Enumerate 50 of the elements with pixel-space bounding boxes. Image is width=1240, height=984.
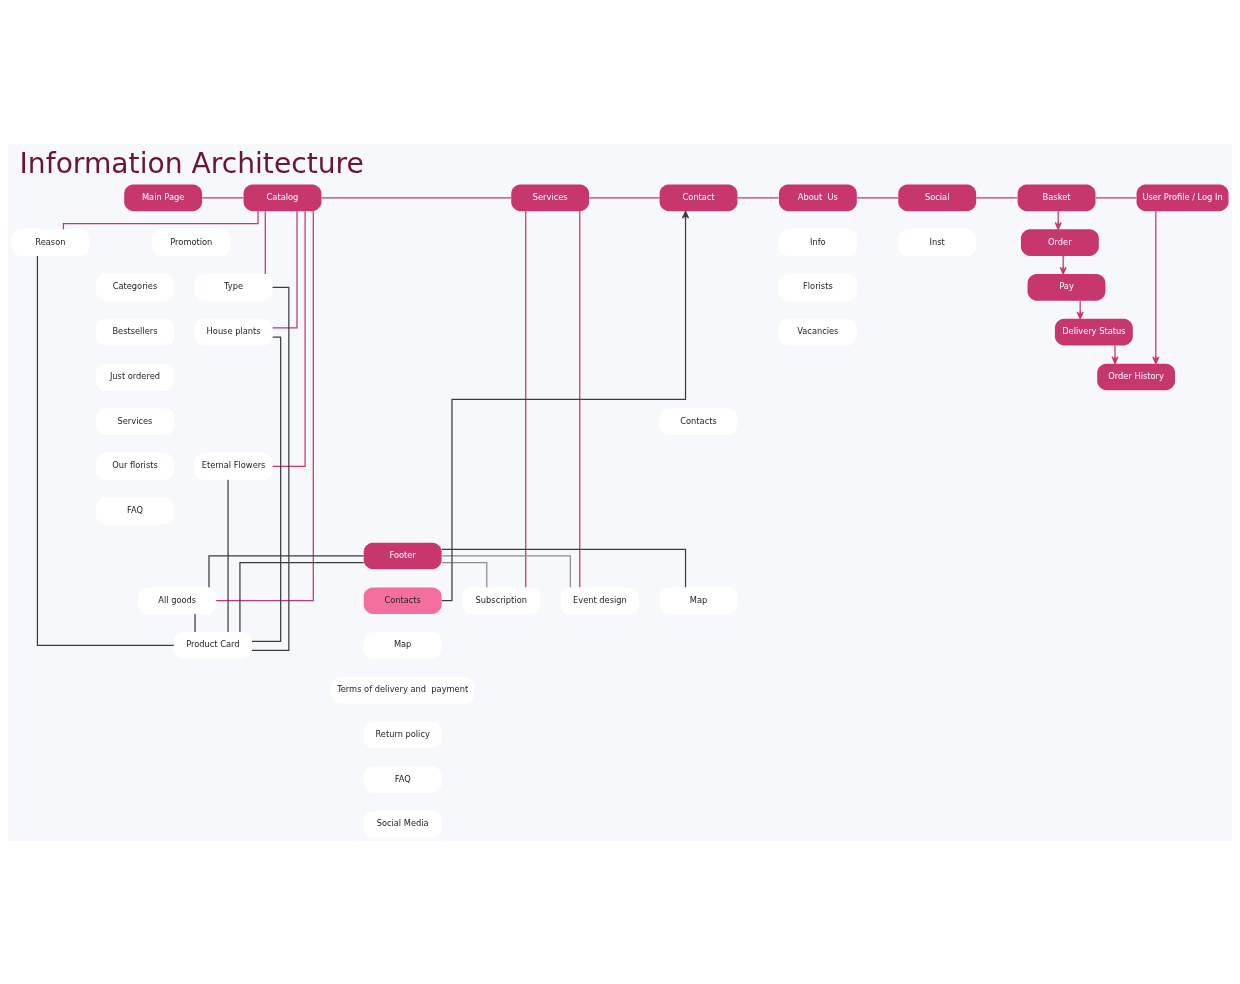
connector bbox=[272, 210, 306, 467]
connector bbox=[441, 554, 571, 588]
connector bbox=[441, 561, 488, 588]
node-box: Catalog bbox=[243, 184, 322, 211]
connector bbox=[194, 612, 196, 633]
connector bbox=[239, 561, 365, 633]
connector bbox=[215, 210, 314, 601]
connector bbox=[1095, 196, 1137, 198]
node-box: Eternal Flowers bbox=[194, 452, 273, 480]
node-box: User Profile / Log In bbox=[1136, 184, 1229, 211]
arrow bbox=[1111, 344, 1119, 364]
connector bbox=[251, 286, 290, 651]
node-box: Contacts bbox=[363, 586, 442, 614]
node-box: Basket bbox=[1017, 184, 1096, 211]
node-box: Main Page bbox=[124, 184, 203, 211]
node-box: Map bbox=[659, 586, 738, 614]
node-box: Product Card bbox=[173, 631, 252, 659]
diagram-title: Information Architecture bbox=[19, 146, 364, 180]
connector bbox=[208, 554, 365, 588]
node-box: Reason bbox=[11, 228, 90, 256]
arrow bbox=[1152, 210, 1160, 364]
node-box: Pay bbox=[1027, 273, 1106, 301]
node-box: Order History bbox=[1097, 363, 1176, 390]
connector bbox=[975, 196, 1018, 198]
connector bbox=[737, 196, 780, 198]
node-box: Social bbox=[898, 184, 977, 211]
connector bbox=[525, 210, 527, 588]
node-box: Delivery Status bbox=[1054, 318, 1133, 345]
node-box: Type bbox=[194, 273, 273, 301]
node-box: About Us bbox=[778, 184, 857, 211]
connector bbox=[201, 196, 244, 198]
connector bbox=[227, 478, 229, 633]
connector bbox=[62, 210, 259, 230]
connector bbox=[264, 210, 266, 275]
connector bbox=[588, 196, 661, 198]
node-box: Subscription bbox=[462, 586, 541, 614]
node-box: All goods bbox=[138, 586, 217, 614]
node-box: Footer bbox=[363, 542, 442, 569]
node-box: Contact bbox=[659, 184, 738, 211]
arrow bbox=[441, 210, 690, 601]
connector bbox=[579, 210, 581, 588]
node-box: Order bbox=[1020, 228, 1099, 256]
connector bbox=[441, 548, 687, 588]
connector bbox=[251, 336, 282, 642]
node-box: Services bbox=[511, 184, 590, 211]
node-box: Event design bbox=[560, 586, 639, 614]
connector bbox=[856, 196, 899, 198]
connector bbox=[272, 210, 298, 329]
node-box: House plants bbox=[194, 318, 273, 345]
connector bbox=[321, 196, 512, 198]
